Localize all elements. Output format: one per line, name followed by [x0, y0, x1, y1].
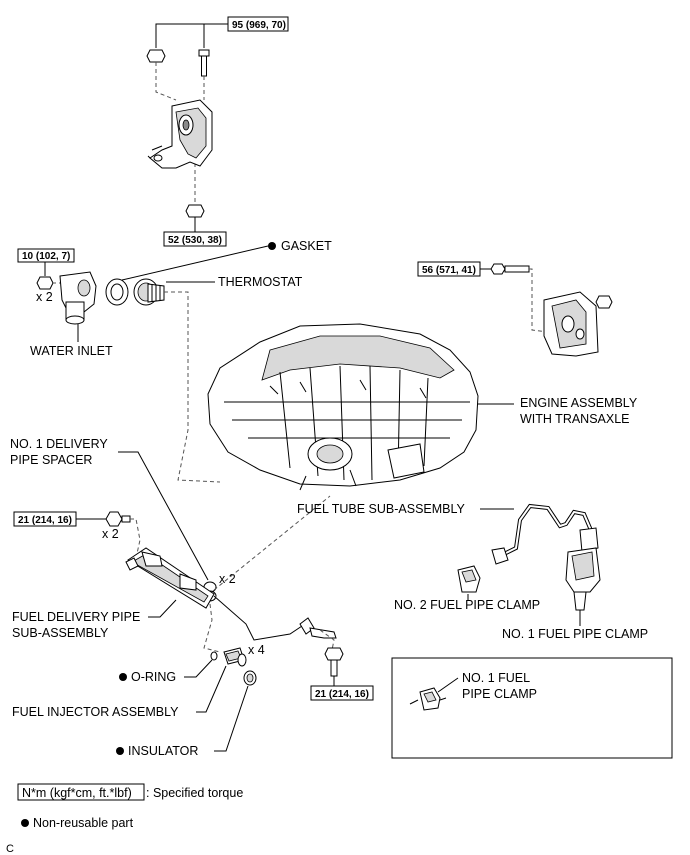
- fuel-delivery-pipe-icon: [125, 547, 215, 609]
- label-delivery-line1: FUEL DELIVERY PIPE: [12, 610, 140, 624]
- legend-torque-text: : Specified torque: [146, 786, 243, 800]
- inset-no1-clamp-icon: [409, 687, 447, 711]
- cooling-parts: GASKET THERMOSTAT 10 (102, 7) x 2 WATER …: [17, 239, 332, 483]
- engine-assembly-icon: [207, 323, 479, 491]
- label-gasket: GASKET: [281, 239, 332, 253]
- label-spacer-line1: NO. 1 DELIVERY: [10, 437, 108, 451]
- torque-mount-top: 95 (969, 70): [232, 20, 286, 31]
- label-spacer-line2: PIPE SPACER: [10, 453, 92, 467]
- mount-nut-icon: [146, 49, 166, 63]
- label-no2-clamp: NO. 2 FUEL PIPE CLAMP: [394, 598, 540, 612]
- legend-torque-unit: N*m (kgf*cm, ft.*lbf): [22, 786, 132, 800]
- torque-water-inlet: 10 (102, 7): [22, 251, 70, 262]
- no2-fuel-pipe-clamp-icon: [457, 565, 481, 593]
- legend-nonreusable-text: Non-reusable part: [33, 816, 134, 830]
- engine-mount-bracket: 56 (571, 41): [417, 261, 613, 357]
- torque-rh-mount: 56 (571, 41): [422, 265, 476, 276]
- inset-box: [391, 657, 673, 759]
- torque-box-water-inlet: [17, 248, 75, 263]
- qty-injectors: x 4: [248, 643, 265, 657]
- label-injector: FUEL INJECTOR ASSEMBLY: [12, 705, 179, 719]
- torque-mount-bottom: 52 (530, 38): [168, 235, 222, 246]
- label-inset-line2: PIPE CLAMP: [462, 687, 537, 701]
- label-engine-line2: WITH TRANSAXLE: [520, 412, 630, 426]
- nonreusable-dot-icon: [268, 242, 276, 250]
- delivery-bolt-icon: [105, 511, 131, 527]
- legend-torque-box: [17, 783, 145, 801]
- torque-box-mount-bottom: [163, 231, 227, 247]
- nonreusable-dot-icon: [119, 673, 127, 681]
- fuel-injector-icon: [223, 647, 247, 667]
- label-no1-clamp: NO. 1 FUEL PIPE CLAMP: [502, 627, 648, 641]
- fuel-tube-icon: [491, 503, 599, 565]
- torque-fuel-tube: 21 (214, 16): [315, 689, 369, 700]
- label-engine-line1: ENGINE ASSEMBLY: [520, 396, 638, 410]
- thermostat-icon: [133, 278, 165, 306]
- nonreusable-dot-icon: [116, 747, 124, 755]
- fuel-tube-bolt-icon: [324, 647, 344, 677]
- qty-water-inlet-bolts: x 2: [36, 290, 53, 304]
- mount-bracket-icon: [543, 291, 599, 357]
- nonreusable-dot-icon: [21, 819, 29, 827]
- corner-code: C: [6, 843, 14, 855]
- torque-delivery-pipe: 21 (214, 16): [18, 515, 72, 526]
- label-water-inlet: WATER INLET: [30, 344, 113, 358]
- label-insulator: INSULATOR: [128, 744, 198, 758]
- engine-mount-insulator: 95 (969, 70) 52 (530, 38): [146, 16, 289, 247]
- label-delivery-line2: SUB-ASSEMBLY: [12, 626, 109, 640]
- no1-fuel-pipe-clamp-icon: [565, 547, 601, 611]
- torque-box-fuel-tube: [310, 685, 374, 701]
- label-o-ring: O-RING: [131, 670, 176, 684]
- o-ring-icon: [210, 651, 218, 661]
- label-thermostat: THERMOSTAT: [218, 275, 303, 289]
- label-fuel-tube: FUEL TUBE SUB-ASSEMBLY: [297, 502, 466, 516]
- qty-delivery-bolts: x 2: [102, 527, 119, 541]
- water-inlet-icon: [59, 271, 97, 325]
- label-inset-line1: NO. 1 FUEL: [462, 671, 530, 685]
